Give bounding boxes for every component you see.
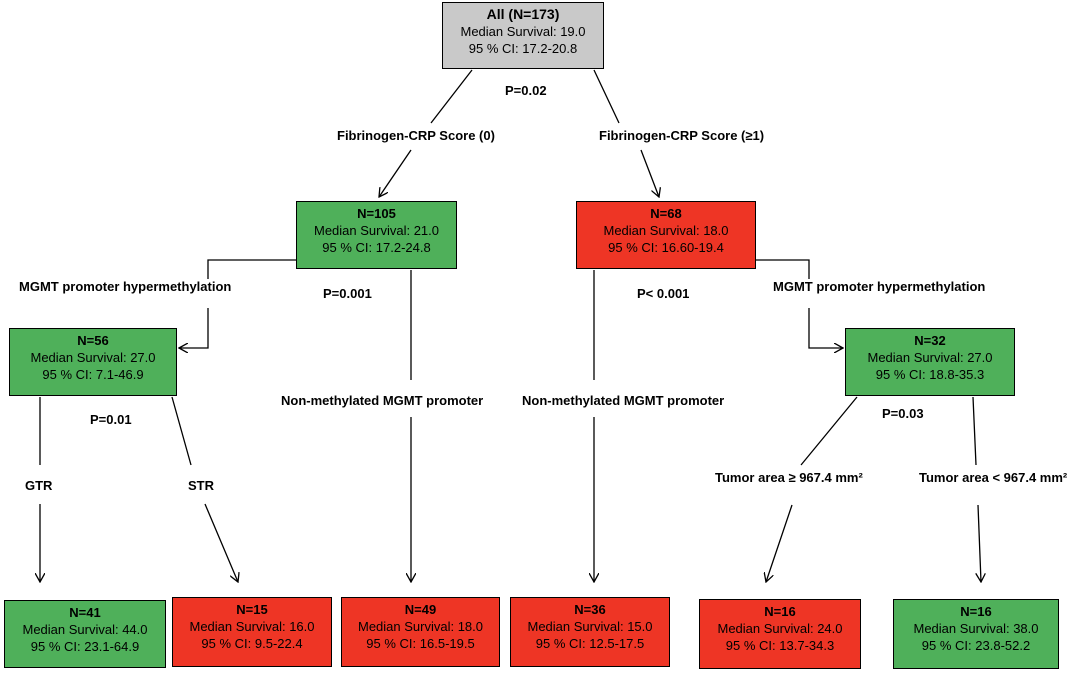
node-n49-title: N=49 (404, 602, 437, 617)
node-n16-tumor-lt: N=16 Median Survival: 38.0 95 % CI: 23.8… (893, 599, 1059, 669)
edge-105-56 (179, 259, 296, 348)
node-n41: N=41 Median Survival: 44.0 95 % CI: 23.1… (4, 600, 166, 668)
edge-56-15 (171, 396, 238, 582)
node-n56-median: Median Survival: 27.0 (30, 350, 156, 365)
p-value-56: P=0.01 (90, 412, 132, 427)
p-value-105: P=0.001 (323, 286, 372, 301)
node-n16-tumor-ge: N=16 Median Survival: 24.0 95 % CI: 13.7… (699, 599, 861, 669)
node-n56-ci: 95 % CI: 7.1-46.9 (42, 367, 144, 382)
node-all-ci: 95 % CI: 17.2-20.8 (468, 41, 578, 56)
node-n32-title: N=32 (914, 333, 946, 348)
node-n49: N=49 Median Survival: 18.0 95 % CI: 16.5… (341, 597, 500, 667)
node-n36: N=36 Median Survival: 15.0 95 % CI: 12.5… (510, 597, 670, 667)
node-all-title: All (N=173) (486, 6, 560, 22)
node-n16-tumor-ge-title: N=16 (764, 604, 796, 619)
edge-68-32 (756, 259, 843, 348)
node-n16-tumor-ge-median: Median Survival: 24.0 (717, 621, 843, 636)
node-n15: N=15 Median Survival: 16.0 95 % CI: 9.5-… (172, 597, 332, 667)
node-n32-ci: 95 % CI: 18.8-35.3 (875, 367, 985, 382)
node-n15-ci: 95 % CI: 9.5-22.4 (201, 636, 303, 651)
node-n15-median: Median Survival: 16.0 (189, 619, 315, 634)
branch-label-nonmeth-right: Non-methylated MGMT promoter (522, 393, 725, 408)
node-n68-title: N=68 (650, 206, 682, 221)
branch-label-tumor-ge: Tumor area ≥ 967.4 mm² (715, 470, 863, 485)
node-n105-title: N=105 (357, 206, 396, 221)
node-n105-median: Median Survival: 21.0 (313, 223, 439, 238)
p-value-68: P< 0.001 (637, 286, 690, 301)
branch-label-mgmt-hyper-right: MGMT promoter hypermethylation (773, 279, 986, 294)
node-n41-title: N=41 (69, 605, 101, 620)
p-value-root: P=0.02 (505, 83, 547, 98)
branch-label-fcrp-1: Fibrinogen-CRP Score (≥1) (599, 128, 765, 143)
node-n68-median: Median Survival: 18.0 (603, 223, 729, 238)
node-all-median: Median Survival: 19.0 (460, 24, 586, 39)
edge-32-16b (973, 396, 981, 582)
node-n16-tumor-lt-ci: 95 % CI: 23.8-52.2 (921, 638, 1031, 653)
node-n16-tumor-lt-title: N=16 (960, 604, 992, 619)
node-n41-median: Median Survival: 44.0 (22, 622, 148, 637)
branch-label-nonmeth-left: Non-methylated MGMT promoter (281, 393, 484, 408)
node-n56-title: N=56 (77, 333, 109, 348)
branch-label-gtr: GTR (25, 478, 53, 493)
node-n41-ci: 95 % CI: 23.1-64.9 (30, 639, 140, 654)
node-n49-ci: 95 % CI: 16.5-19.5 (366, 636, 475, 651)
node-n105-ci: 95 % CI: 17.2-24.8 (322, 240, 431, 255)
branch-label-str: STR (188, 478, 214, 493)
branch-label-fcrp-0: Fibrinogen-CRP Score (0) (337, 128, 495, 143)
node-n68: N=68 Median Survival: 18.0 95 % CI: 16.6… (576, 201, 756, 269)
node-n56: N=56 Median Survival: 27.0 95 % CI: 7.1-… (9, 328, 177, 396)
edge-32-16a (766, 396, 858, 582)
node-n68-ci: 95 % CI: 16.60-19.4 (608, 240, 724, 255)
node-n16-tumor-ge-ci: 95 % CI: 13.7-34.3 (725, 638, 835, 653)
node-n105: N=105 Median Survival: 21.0 95 % CI: 17.… (296, 201, 457, 269)
node-n49-median: Median Survival: 18.0 (357, 619, 483, 634)
node-n36-median: Median Survival: 15.0 (527, 619, 653, 634)
node-n16-tumor-lt-median: Median Survival: 38.0 (913, 621, 1039, 636)
node-n36-title: N=36 (574, 602, 606, 617)
branch-label-mgmt-hyper-left: MGMT promoter hypermethylation (19, 279, 232, 294)
edge-root-68 (593, 69, 659, 197)
node-all: All (N=173) Median Survival: 19.0 95 % C… (442, 2, 604, 69)
node-n15-title: N=15 (236, 602, 268, 617)
node-n36-ci: 95 % CI: 12.5-17.5 (535, 636, 645, 651)
branch-label-tumor-lt: Tumor area < 967.4 mm² (919, 470, 1068, 485)
node-n32: N=32 Median Survival: 27.0 95 % CI: 18.8… (845, 328, 1015, 396)
node-n32-median: Median Survival: 27.0 (867, 350, 993, 365)
p-value-32: P=0.03 (882, 406, 924, 421)
edge-root-105 (379, 69, 473, 197)
